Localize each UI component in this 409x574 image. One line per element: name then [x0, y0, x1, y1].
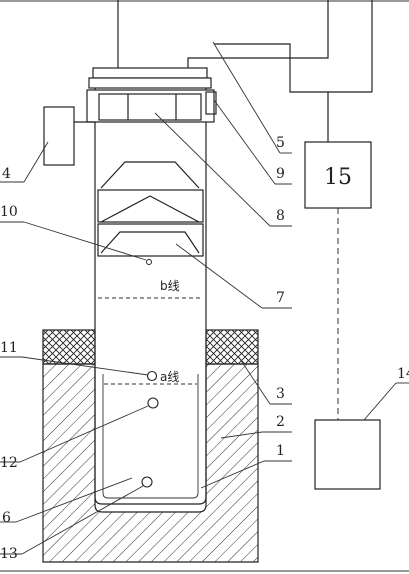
- label-1: 1: [276, 443, 285, 459]
- label-10: 10: [0, 204, 18, 220]
- lid-assembly: [86, 89, 217, 123]
- label-9: 9: [276, 166, 285, 182]
- label-12: 12: [0, 455, 18, 471]
- label-3: 3: [276, 386, 285, 402]
- insulation-left: [42, 329, 96, 365]
- top-plate-upper: [92, 67, 208, 79]
- outer-vessel: [42, 363, 259, 563]
- label-8: 8: [276, 208, 285, 224]
- label-6: 6: [2, 510, 11, 526]
- label-5: 5: [276, 135, 285, 151]
- inner-tube: [94, 88, 207, 505]
- wiring: [117, 0, 373, 142]
- label-2: 2: [276, 414, 285, 430]
- leader-lines: [0, 41, 409, 555]
- top-plate-lower: [88, 77, 212, 89]
- label-11: 11: [0, 340, 18, 356]
- sensor-10: [146, 259, 152, 265]
- device-box-14: [314, 419, 381, 490]
- label-15: 15: [324, 165, 352, 190]
- line-a-label: a线: [160, 370, 179, 384]
- line-b-label: b线: [160, 279, 180, 293]
- baffle-stack: [97, 161, 204, 257]
- label-13: 13: [0, 546, 18, 562]
- label-14: 14: [397, 366, 409, 382]
- label-4: 4: [2, 166, 11, 182]
- sensor-12: [147, 397, 159, 409]
- insulation-right: [205, 329, 259, 365]
- side-box: [43, 106, 75, 166]
- label-7: 7: [276, 290, 285, 306]
- sensor-13: [141, 476, 153, 488]
- sensor-11: [146, 370, 158, 382]
- controller-box-15: [304, 141, 372, 209]
